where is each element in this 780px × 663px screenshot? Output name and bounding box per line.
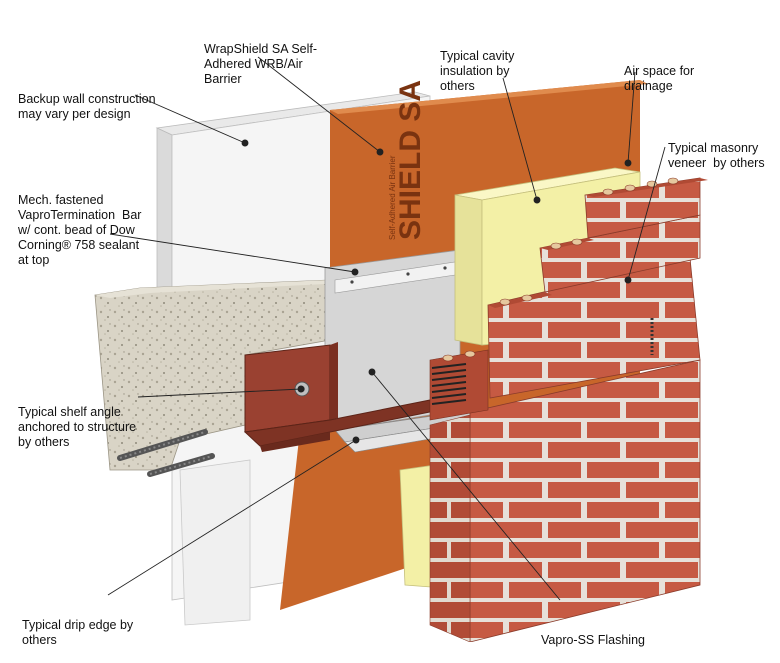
shelf-angle bbox=[243, 342, 431, 452]
wrb-sub-print: Self-Adhered Air Barrier bbox=[388, 155, 397, 240]
wrb-brand-print: SHIELD SA bbox=[394, 80, 427, 240]
label-flashing: Vapro-SS Flashing bbox=[541, 633, 645, 647]
weep-vent bbox=[431, 363, 467, 405]
leader-lines bbox=[107, 56, 666, 601]
rebar bbox=[117, 429, 215, 477]
wall-assembly-diagram: SHIELD SA Self-Adhered Air Barrier bbox=[18, 42, 765, 647]
masonry-veneer bbox=[429, 177, 708, 642]
wall-section-illustration: SHIELD SA Self-Adhered Air Barrier bbox=[94, 56, 708, 642]
